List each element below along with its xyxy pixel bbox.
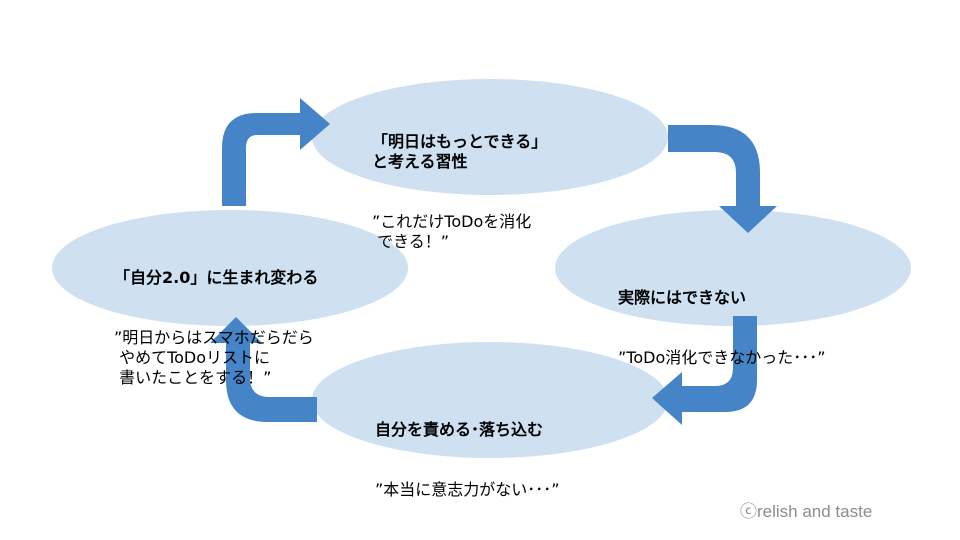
copyright-label: ⓒrelish and taste xyxy=(740,502,873,521)
node-left-title: 「自分2.0」に生まれ変わる xyxy=(114,268,319,287)
ellipse-left xyxy=(52,210,408,326)
node-left-body: ”明日からはスマホだらだら やめてToDoリストに 書いたことをする！” xyxy=(114,328,314,387)
arrow-top-to-right xyxy=(668,125,777,233)
arrow-right-to-bottom xyxy=(652,316,757,425)
arrow-bottom-to-left xyxy=(210,317,317,422)
node-bottom-text: 自分を責める･落ち込む ”本当に意志力がない･･･” xyxy=(375,380,560,520)
arrow-left-to-top xyxy=(222,98,330,206)
ellipse-bottom xyxy=(312,342,668,458)
node-bottom-body: ”本当に意志力がない･･･” xyxy=(375,480,560,499)
ellipse-right xyxy=(555,210,911,326)
node-top-text: 「明日はもっとできる」 と考える習性 ”これだけToDoを消化 できる！” xyxy=(372,92,547,272)
node-right-text: 実際にはできない ”ToDo消化できなかった･･･” xyxy=(618,248,826,388)
node-top-body: ”これだけToDoを消化 できる！” xyxy=(372,212,532,251)
node-top-title: 「明日はもっとできる」 と考える習性 xyxy=(372,132,548,171)
ellipse-top xyxy=(312,79,668,195)
node-bottom-title: 自分を責める･落ち込む xyxy=(375,420,544,439)
node-left-text: 「自分2.0」に生まれ変わる ”明日からはスマホだらだら やめてToDoリストに… xyxy=(114,228,318,408)
node-right-title: 実際にはできない xyxy=(618,288,747,307)
node-right-body: ”ToDo消化できなかった･･･” xyxy=(618,348,826,367)
